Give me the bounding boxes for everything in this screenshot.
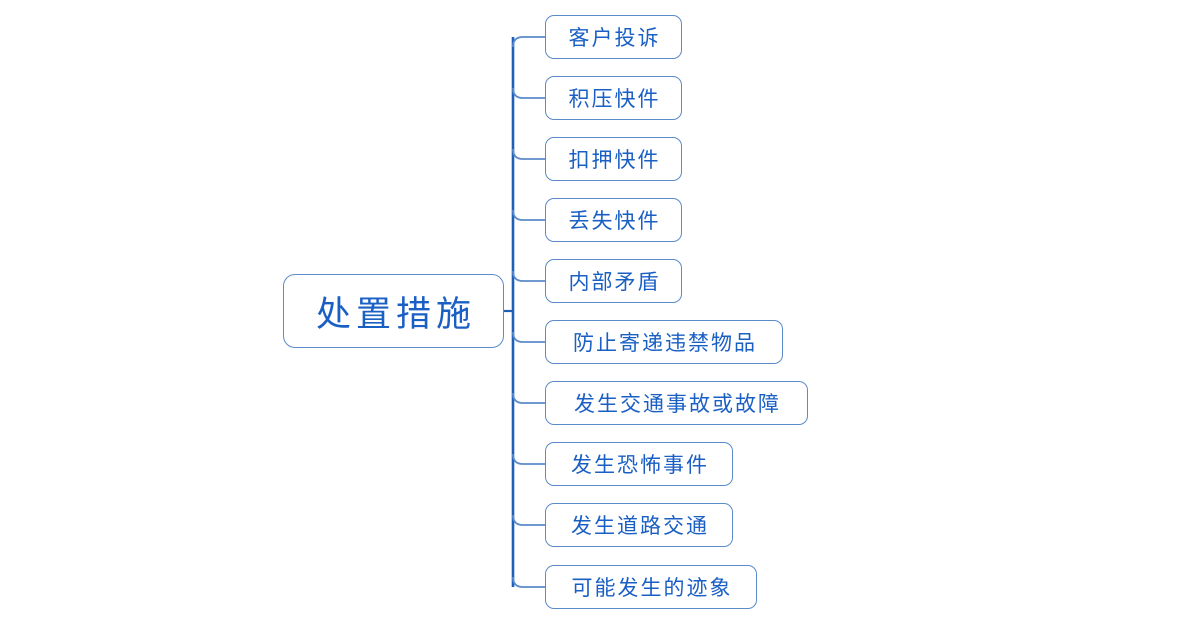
child-node-label: 积压快件 [568, 87, 661, 111]
branch-line [512, 453, 545, 465]
branch-line [512, 209, 545, 221]
child-node-label: 防止寄递违禁物品 [573, 331, 757, 355]
child-node[interactable]: 可能发生的迹象 [545, 565, 757, 609]
child-node[interactable]: 防止寄递违禁物品 [545, 320, 783, 364]
branch-line [512, 331, 545, 343]
child-node-label: 扣押快件 [568, 148, 661, 172]
branch-line [512, 392, 545, 404]
child-node-label: 发生交通事故或故障 [574, 392, 781, 416]
child-node[interactable]: 扣押快件 [545, 137, 682, 181]
child-node-label: 丢失快件 [568, 209, 661, 233]
child-node-label: 内部矛盾 [568, 270, 661, 294]
branch-line [512, 576, 545, 588]
child-node[interactable]: 积压快件 [545, 76, 682, 120]
child-node[interactable]: 发生交通事故或故障 [545, 381, 808, 425]
branch-line [512, 36, 545, 48]
child-node[interactable]: 内部矛盾 [545, 259, 682, 303]
branch-line [512, 148, 545, 160]
child-node-label: 发生恐怖事件 [571, 453, 709, 477]
child-node[interactable]: 客户投诉 [545, 15, 682, 59]
child-node[interactable]: 丢失快件 [545, 198, 682, 242]
child-node-label: 客户投诉 [568, 26, 661, 50]
branch-line [512, 270, 545, 282]
branch-line [512, 87, 545, 99]
child-node-label: 可能发生的迹象 [571, 576, 733, 600]
root-node-label: 处置措施 [315, 294, 476, 335]
root-node[interactable]: 处置措施 [283, 274, 504, 348]
child-node[interactable]: 发生恐怖事件 [545, 442, 733, 486]
child-node[interactable]: 发生道路交通 [545, 503, 733, 547]
branch-line [512, 514, 545, 526]
child-node-label: 发生道路交通 [571, 514, 709, 538]
